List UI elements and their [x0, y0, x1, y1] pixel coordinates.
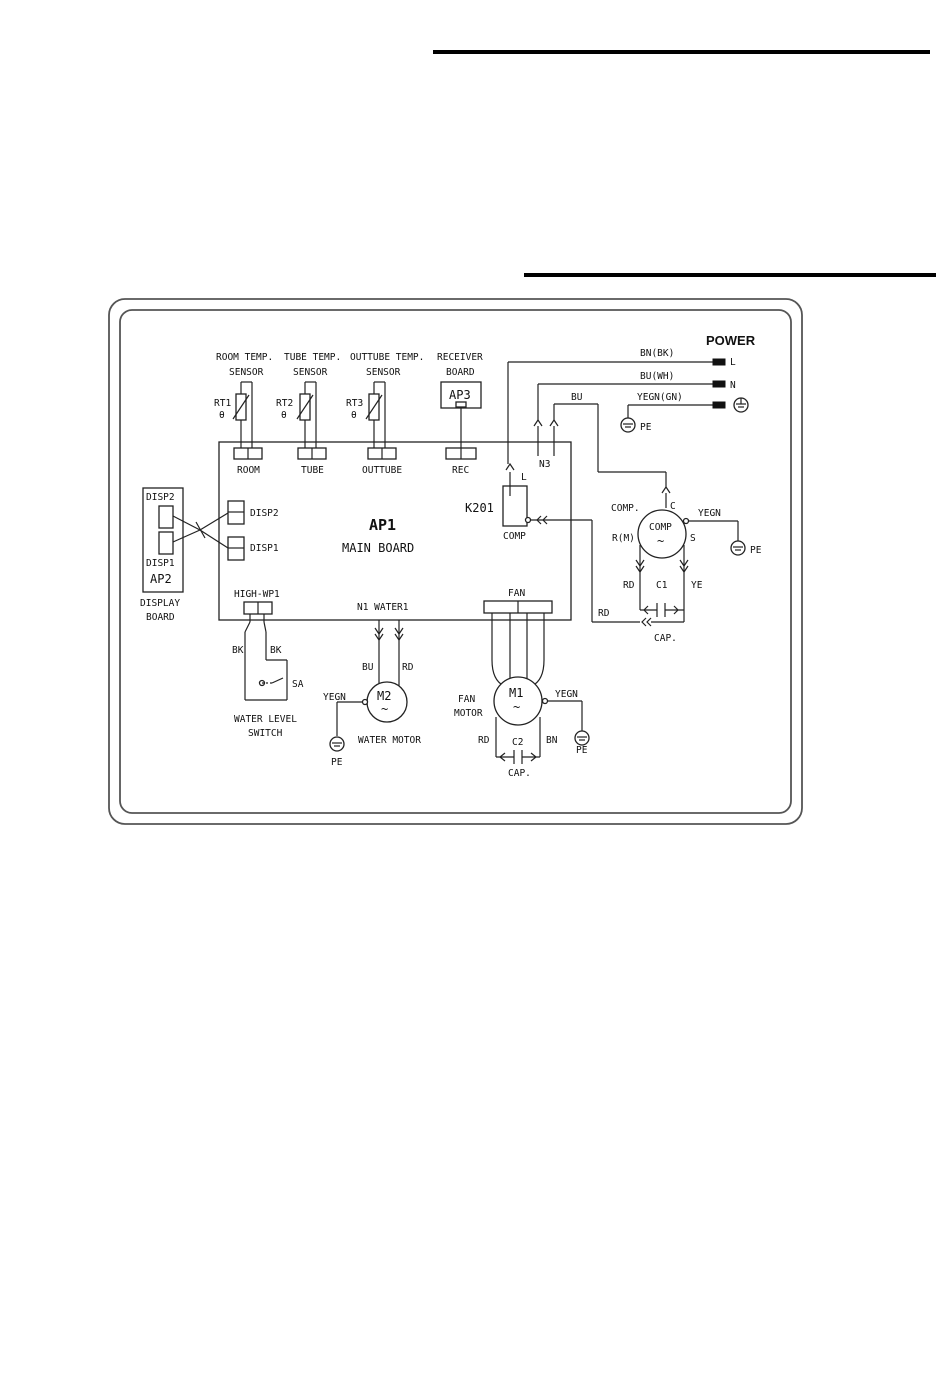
- comp-dot-label: COMP.: [611, 503, 640, 514]
- main-board-label: MAIN BOARD: [342, 541, 414, 555]
- fan-motor-label: MOTOR: [454, 708, 483, 719]
- power-n-label: N: [730, 380, 736, 391]
- yegn-m1-label: YEGN: [555, 689, 578, 700]
- top-rule: [433, 50, 930, 54]
- rd-relay-label: RD: [598, 608, 610, 619]
- comp-label: COMP: [649, 522, 672, 533]
- water-level-switch: HIGH-WP1 BK BK SA WATER LEVEL SWITCH: [232, 589, 304, 739]
- bn-m1-label: BN: [546, 735, 558, 746]
- bu-label: BU: [571, 392, 583, 403]
- rt2-theta: θ: [281, 410, 287, 421]
- rt1-sensor: RT1 θ ROOM: [214, 381, 263, 476]
- rt3-label: RT3: [346, 398, 363, 409]
- water-motor-m2: N1 WATER1 BU RD M2 ~ YEGN PE WATER MOTOR: [323, 602, 421, 768]
- disp2-connector-label: DISP2: [250, 508, 279, 519]
- switch-label: SWITCH: [248, 728, 283, 739]
- ap2-disp2-label: DISP2: [146, 492, 175, 503]
- rt2-label: RT2: [276, 398, 293, 409]
- c2-label: C2: [512, 737, 523, 748]
- ap2-disp1-label: DISP1: [146, 558, 175, 569]
- ap3-label: AP3: [449, 388, 471, 402]
- comp-relay-label: COMP: [503, 531, 526, 542]
- water-level-label: WATER LEVEL: [234, 714, 297, 725]
- outer-frame: [108, 298, 803, 825]
- outtube-sensor-label: SENSOR: [366, 367, 401, 378]
- m1-tilde: ~: [513, 700, 520, 714]
- pe-m2-label: PE: [331, 757, 343, 768]
- n1-water1-label: N1 WATER1: [357, 602, 409, 613]
- m1-label: M1: [509, 686, 523, 700]
- power-l-label: L: [730, 357, 736, 368]
- bu-m2-label: BU: [362, 662, 374, 673]
- power-supply: POWER BN(BK) BU(WH) YEGN(GN) L N: [507, 333, 756, 508]
- yegn-comp-label: YEGN: [698, 508, 721, 519]
- yegn-m2-label: YEGN: [323, 692, 346, 703]
- ap3-receiver-board: AP3 REC: [440, 381, 482, 476]
- rt1-theta: θ: [219, 410, 225, 421]
- pe-power-label: PE: [640, 422, 652, 433]
- comp-rm-label: R(M): [612, 533, 635, 544]
- m2-label: M2: [377, 689, 391, 703]
- room-sensor-label: SENSOR: [229, 367, 264, 378]
- sa-label: SA: [292, 679, 304, 690]
- c1-label: C1: [656, 580, 668, 591]
- tube-connector-label: TUBE: [301, 465, 324, 476]
- bn-bk-label: BN(BK): [640, 348, 674, 359]
- receiver-board-label: BOARD: [446, 367, 475, 378]
- m2-tilde: ~: [381, 702, 388, 716]
- display-board-ap2: DISP2 DISP1 AP2 DISPLAY BOARD DISP2 DISP…: [140, 487, 279, 623]
- comp-c-label: C: [670, 501, 676, 512]
- k201-label: K201: [465, 501, 494, 515]
- rd-comp-label: RD: [623, 580, 635, 591]
- second-rule: [524, 273, 936, 277]
- rt2-sensor: RT2 θ TUBE: [276, 381, 327, 476]
- rt3-theta: θ: [351, 410, 357, 421]
- relay-l-label: L: [521, 472, 527, 483]
- bk-left-label: BK: [232, 645, 244, 656]
- disp1-connector-label: DISP1: [250, 543, 279, 554]
- ye-comp-label: YE: [691, 580, 703, 591]
- tube-temp-label: TUBE TEMP.: [284, 352, 341, 363]
- rt3-sensor: RT3 θ OUTTUBE: [346, 381, 402, 476]
- room-connector-label: ROOM: [237, 465, 260, 476]
- display-board-label: BOARD: [146, 612, 175, 623]
- yegn-gn-label: YEGN(GN): [637, 392, 683, 403]
- main-board-ap1: [218, 441, 572, 621]
- n3-label: N3: [539, 459, 550, 470]
- room-temp-label: ROOM TEMP.: [216, 352, 273, 363]
- rd-m2-label: RD: [402, 662, 414, 673]
- tube-sensor-label: SENSOR: [293, 367, 328, 378]
- high-wp1-label: HIGH-WP1: [234, 589, 280, 600]
- water-motor-label: WATER MOTOR: [358, 735, 421, 746]
- k201-relay: K201 L COMP: [465, 462, 592, 542]
- display-label: DISPLAY: [140, 598, 180, 609]
- ap1-label: AP1: [369, 516, 396, 534]
- pe-m1-label: PE: [576, 745, 588, 756]
- inner-frame: [119, 309, 792, 814]
- pe-comp-label: PE: [750, 545, 762, 556]
- comp-s-label: S: [690, 533, 696, 544]
- outtube-temp-label: OUTTUBE TEMP.: [350, 352, 424, 363]
- receiver-label: RECEIVER: [437, 352, 483, 363]
- rd-m1-label: RD: [478, 735, 490, 746]
- rt1-label: RT1: [214, 398, 231, 409]
- bk-right-label: BK: [270, 645, 282, 656]
- fan-connector-label: FAN: [508, 588, 525, 599]
- compressor: COMP. C COMP ~ R(M) S YEGN PE RD YE C1: [591, 501, 762, 644]
- fan-motor-m1: FAN M1 ~ FAN MOTOR YEGN PE: [454, 588, 590, 779]
- c2-cap-label: CAP.: [508, 768, 531, 779]
- comp-tilde: ~: [657, 534, 664, 548]
- ap2-label: AP2: [150, 572, 172, 586]
- rec-connector-label: REC: [452, 465, 469, 476]
- fan-label: FAN: [458, 694, 475, 705]
- bu-wh-label: BU(WH): [640, 371, 674, 382]
- c1-cap-label: CAP.: [654, 633, 677, 644]
- outtube-connector-label: OUTTUBE: [362, 465, 402, 476]
- power-label: POWER: [706, 333, 756, 348]
